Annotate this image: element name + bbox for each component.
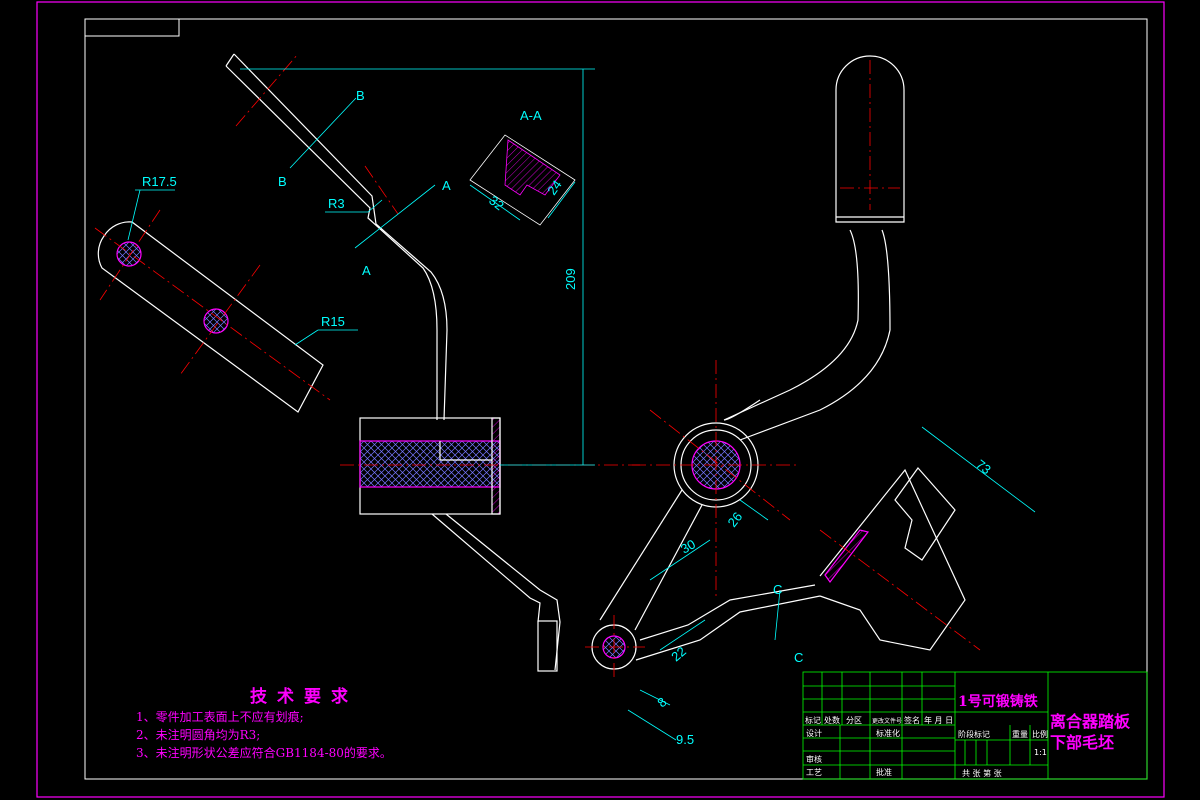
tb-header-count: 处数 — [824, 716, 840, 725]
tb-sheets: 共 张 第 张 — [962, 769, 1002, 778]
requirements-title: 技术要求 — [250, 687, 358, 707]
right-pedal-centerlines — [585, 60, 981, 680]
section-a-top: A — [442, 178, 451, 193]
tb-header-doc: 更改文件号 — [872, 718, 903, 725]
dim-73: 73 — [973, 457, 994, 478]
requirement-item-2: 2、未注明圆角均为R3; — [136, 728, 261, 742]
dim-26: 26 — [725, 509, 746, 530]
left-lever-centerlines — [94, 209, 331, 401]
section-aa-title: A-A — [520, 108, 542, 123]
tb-header-zone: 分区 — [846, 716, 862, 725]
section-b-bottom: B — [278, 174, 287, 189]
dim-22: 22 — [668, 644, 689, 665]
dim-r3: R3 — [328, 196, 345, 211]
material-label: 1号可锻铸铁 — [958, 694, 1038, 710]
dim-r15: R15 — [321, 314, 345, 329]
requirement-item-3: 3、未注明形状公差应符合GB1184-80的要求。 — [136, 746, 392, 760]
section-c-top: C — [773, 582, 782, 597]
tb-review: 审核 — [806, 755, 822, 764]
tb-header-sign: 签名 — [904, 716, 920, 725]
dim-r17-5: R17.5 — [142, 174, 177, 189]
part-name-line1: 离合器踏板 — [1050, 712, 1131, 731]
dim-24: 24 — [544, 177, 565, 197]
corner-label-box — [84, 18, 180, 37]
dim-9-5: 9.5 — [676, 732, 694, 747]
section-a-bottom: A — [362, 263, 371, 278]
tb-weight: 重量 — [1012, 730, 1028, 739]
tb-scale-label: 比例 — [1032, 730, 1048, 739]
outer-border — [36, 1, 1165, 798]
tb-approve: 批准 — [876, 768, 892, 777]
dim-32: 32 — [486, 193, 507, 214]
tb-header-mark: 标记 — [805, 716, 821, 725]
dim-8: 8 — [654, 694, 669, 710]
right-pedal-view — [591, 55, 966, 670]
middle-pedal-view — [225, 53, 561, 672]
requirement-item-1: 1、零件加工表面上不应有划痕; — [136, 710, 304, 724]
part-name-line2: 下部毛坯 — [1050, 733, 1115, 752]
tb-scale: 1:1 — [1034, 748, 1047, 757]
tb-stage: 阶段标记 — [958, 730, 990, 739]
tb-process: 工艺 — [806, 768, 822, 777]
left-lever-dims — [127, 189, 358, 346]
tb-header-date: 年 月 日 — [924, 716, 954, 725]
dim-30: 30 — [678, 536, 698, 556]
left-lever-view — [97, 221, 324, 413]
tb-design: 设计 — [806, 729, 822, 738]
dim-209: 209 — [563, 268, 578, 290]
tb-standard: 标准化 — [876, 729, 900, 738]
inner-border — [84, 18, 1148, 780]
section-c-bottom: C — [794, 650, 803, 665]
section-b-top: B — [356, 88, 365, 103]
middle-pedal-dims — [240, 68, 595, 466]
title-block-grid — [802, 671, 1148, 780]
middle-pedal-centerlines — [235, 53, 640, 466]
right-pedal-dims — [627, 426, 1036, 741]
